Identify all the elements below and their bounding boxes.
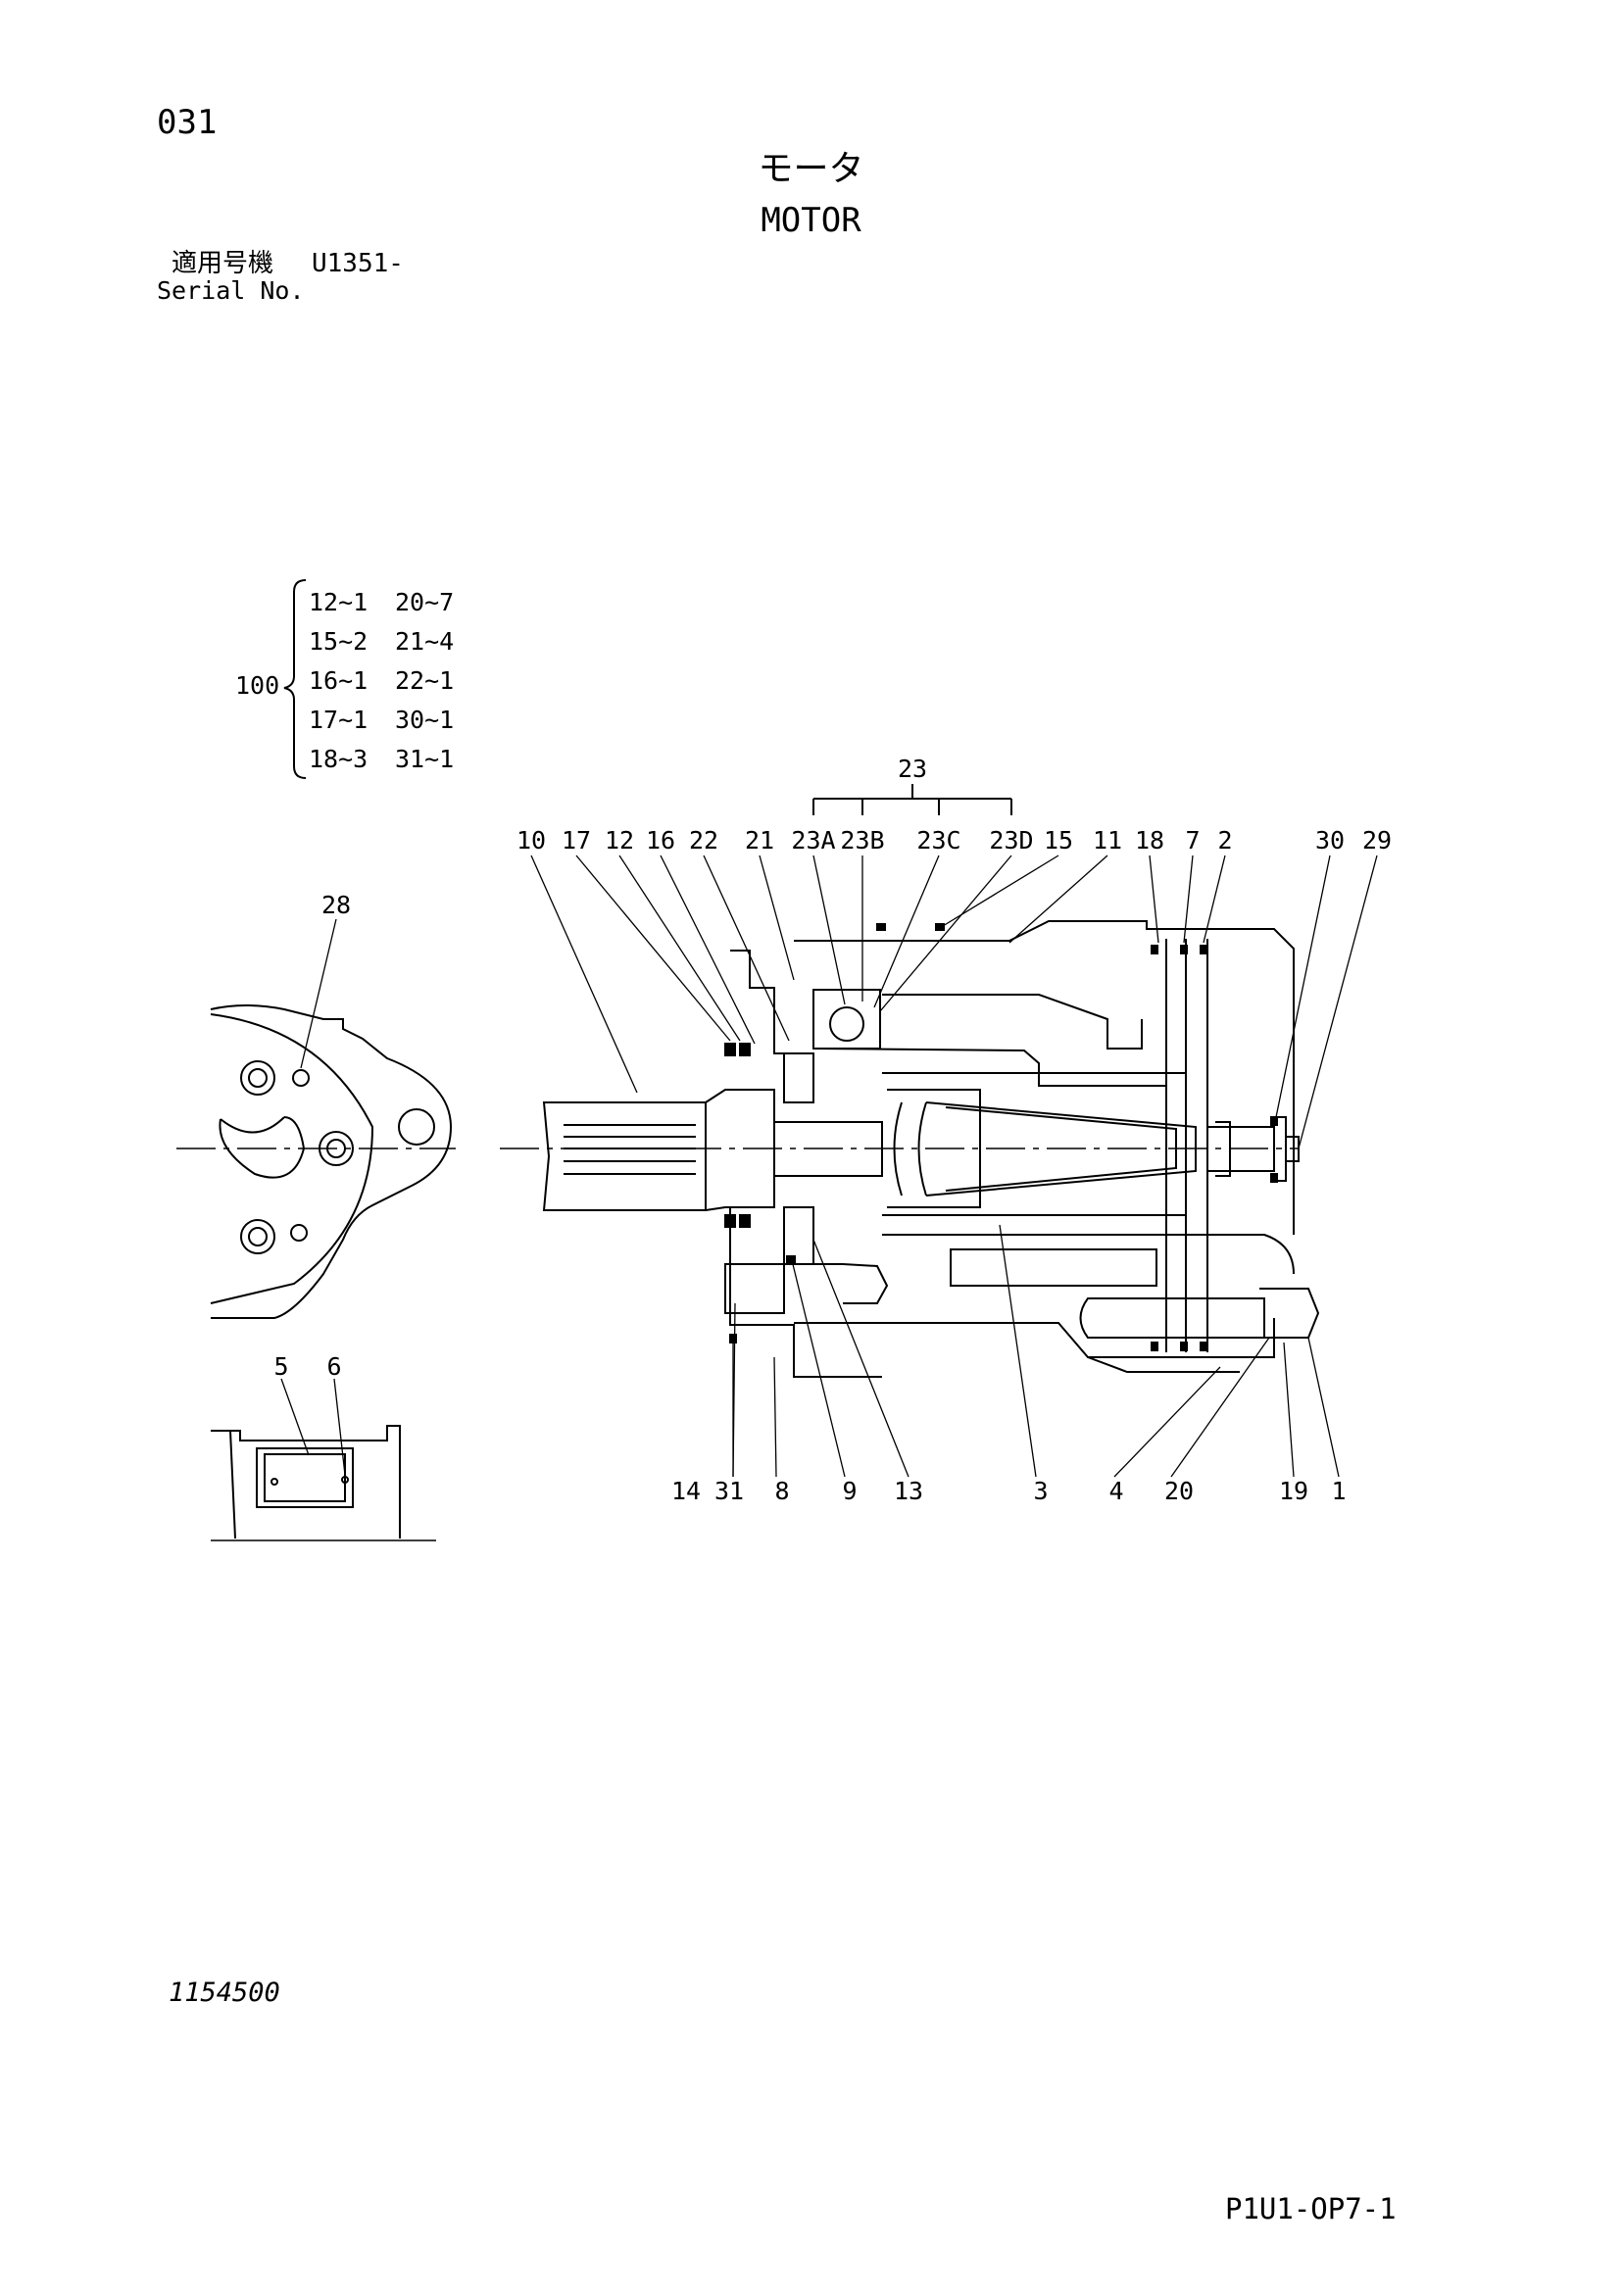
- callout-label: 2: [1217, 826, 1232, 855]
- callout-label: 23B: [840, 826, 884, 855]
- nameplate-illustration: [211, 1425, 436, 1541]
- page-title-jp: モータ: [758, 149, 864, 189]
- callout-label: 23C: [916, 826, 960, 855]
- callout-label: 19: [1279, 1477, 1308, 1505]
- kit-labels: 100 12~1 20~7 15~2 21~4 16~1 22~1 17~1 30~1 18~3 3…: [235, 588, 454, 773]
- kit-entry: 21~4: [395, 627, 454, 656]
- kit-entry: 31~1: [395, 745, 454, 773]
- serial-value: U1351-: [312, 249, 404, 278]
- page-number: 031: [157, 103, 218, 142]
- callout-label: 28: [321, 891, 351, 919]
- callout-23-group: 23: [898, 755, 927, 783]
- group-23-bracket: [812, 784, 1012, 815]
- callout-label: 1: [1331, 1477, 1346, 1505]
- kit-brace: [283, 579, 307, 779]
- callout-label: 23A: [791, 826, 835, 855]
- callout-label: 4: [1108, 1477, 1123, 1505]
- kit-entry: 16~1: [309, 666, 368, 695]
- serial-label-en: Serial No.: [157, 276, 305, 305]
- callout-label: 29: [1362, 826, 1392, 855]
- callout-label: 20: [1164, 1477, 1194, 1505]
- callout-label: 8: [774, 1477, 789, 1505]
- callout-label: 22: [689, 826, 718, 855]
- callout-label: 15: [1044, 826, 1073, 855]
- drawing-number: 1154500: [169, 1978, 280, 2008]
- motor-cross-section: [500, 920, 1320, 1378]
- callout-label: 23D: [989, 826, 1033, 855]
- callout-label: 5: [273, 1352, 288, 1381]
- kit-number: 100: [235, 671, 279, 700]
- callout-label: 13: [894, 1477, 923, 1505]
- kit-entry: 18~3: [309, 745, 368, 773]
- kit-entry: 30~1: [395, 706, 454, 734]
- kit-entry: 17~1: [309, 706, 368, 734]
- callout-label: 17: [562, 826, 591, 855]
- end-view-illustration: [176, 1004, 456, 1319]
- serial-label-jp: 適用号機: [172, 249, 274, 278]
- callout-label: 7: [1185, 826, 1200, 855]
- callout-label: 30: [1315, 826, 1345, 855]
- callout-label: 14: [671, 1477, 701, 1505]
- leader-lines: [280, 855, 1378, 1478]
- callout-label: 6: [326, 1352, 341, 1381]
- callout-label: 12: [605, 826, 634, 855]
- kit-entry: 22~1: [395, 666, 454, 695]
- callout-label: 21: [745, 826, 774, 855]
- callout-label: 16: [646, 826, 675, 855]
- kit-entry: 12~1: [309, 588, 368, 616]
- page-code: P1U1-OP7-1: [1225, 2192, 1397, 2225]
- callout-label: 10: [516, 826, 546, 855]
- kit-entry: 15~2: [309, 627, 368, 656]
- callout-label: 11: [1093, 826, 1122, 855]
- callout-label: 3: [1033, 1477, 1048, 1505]
- callout-label: 9: [842, 1477, 857, 1505]
- callout-label: 31: [714, 1477, 744, 1505]
- kit-entry: 20~7: [395, 588, 454, 616]
- callout-label: 18: [1135, 826, 1164, 855]
- page-title-en: MOTOR: [761, 201, 861, 240]
